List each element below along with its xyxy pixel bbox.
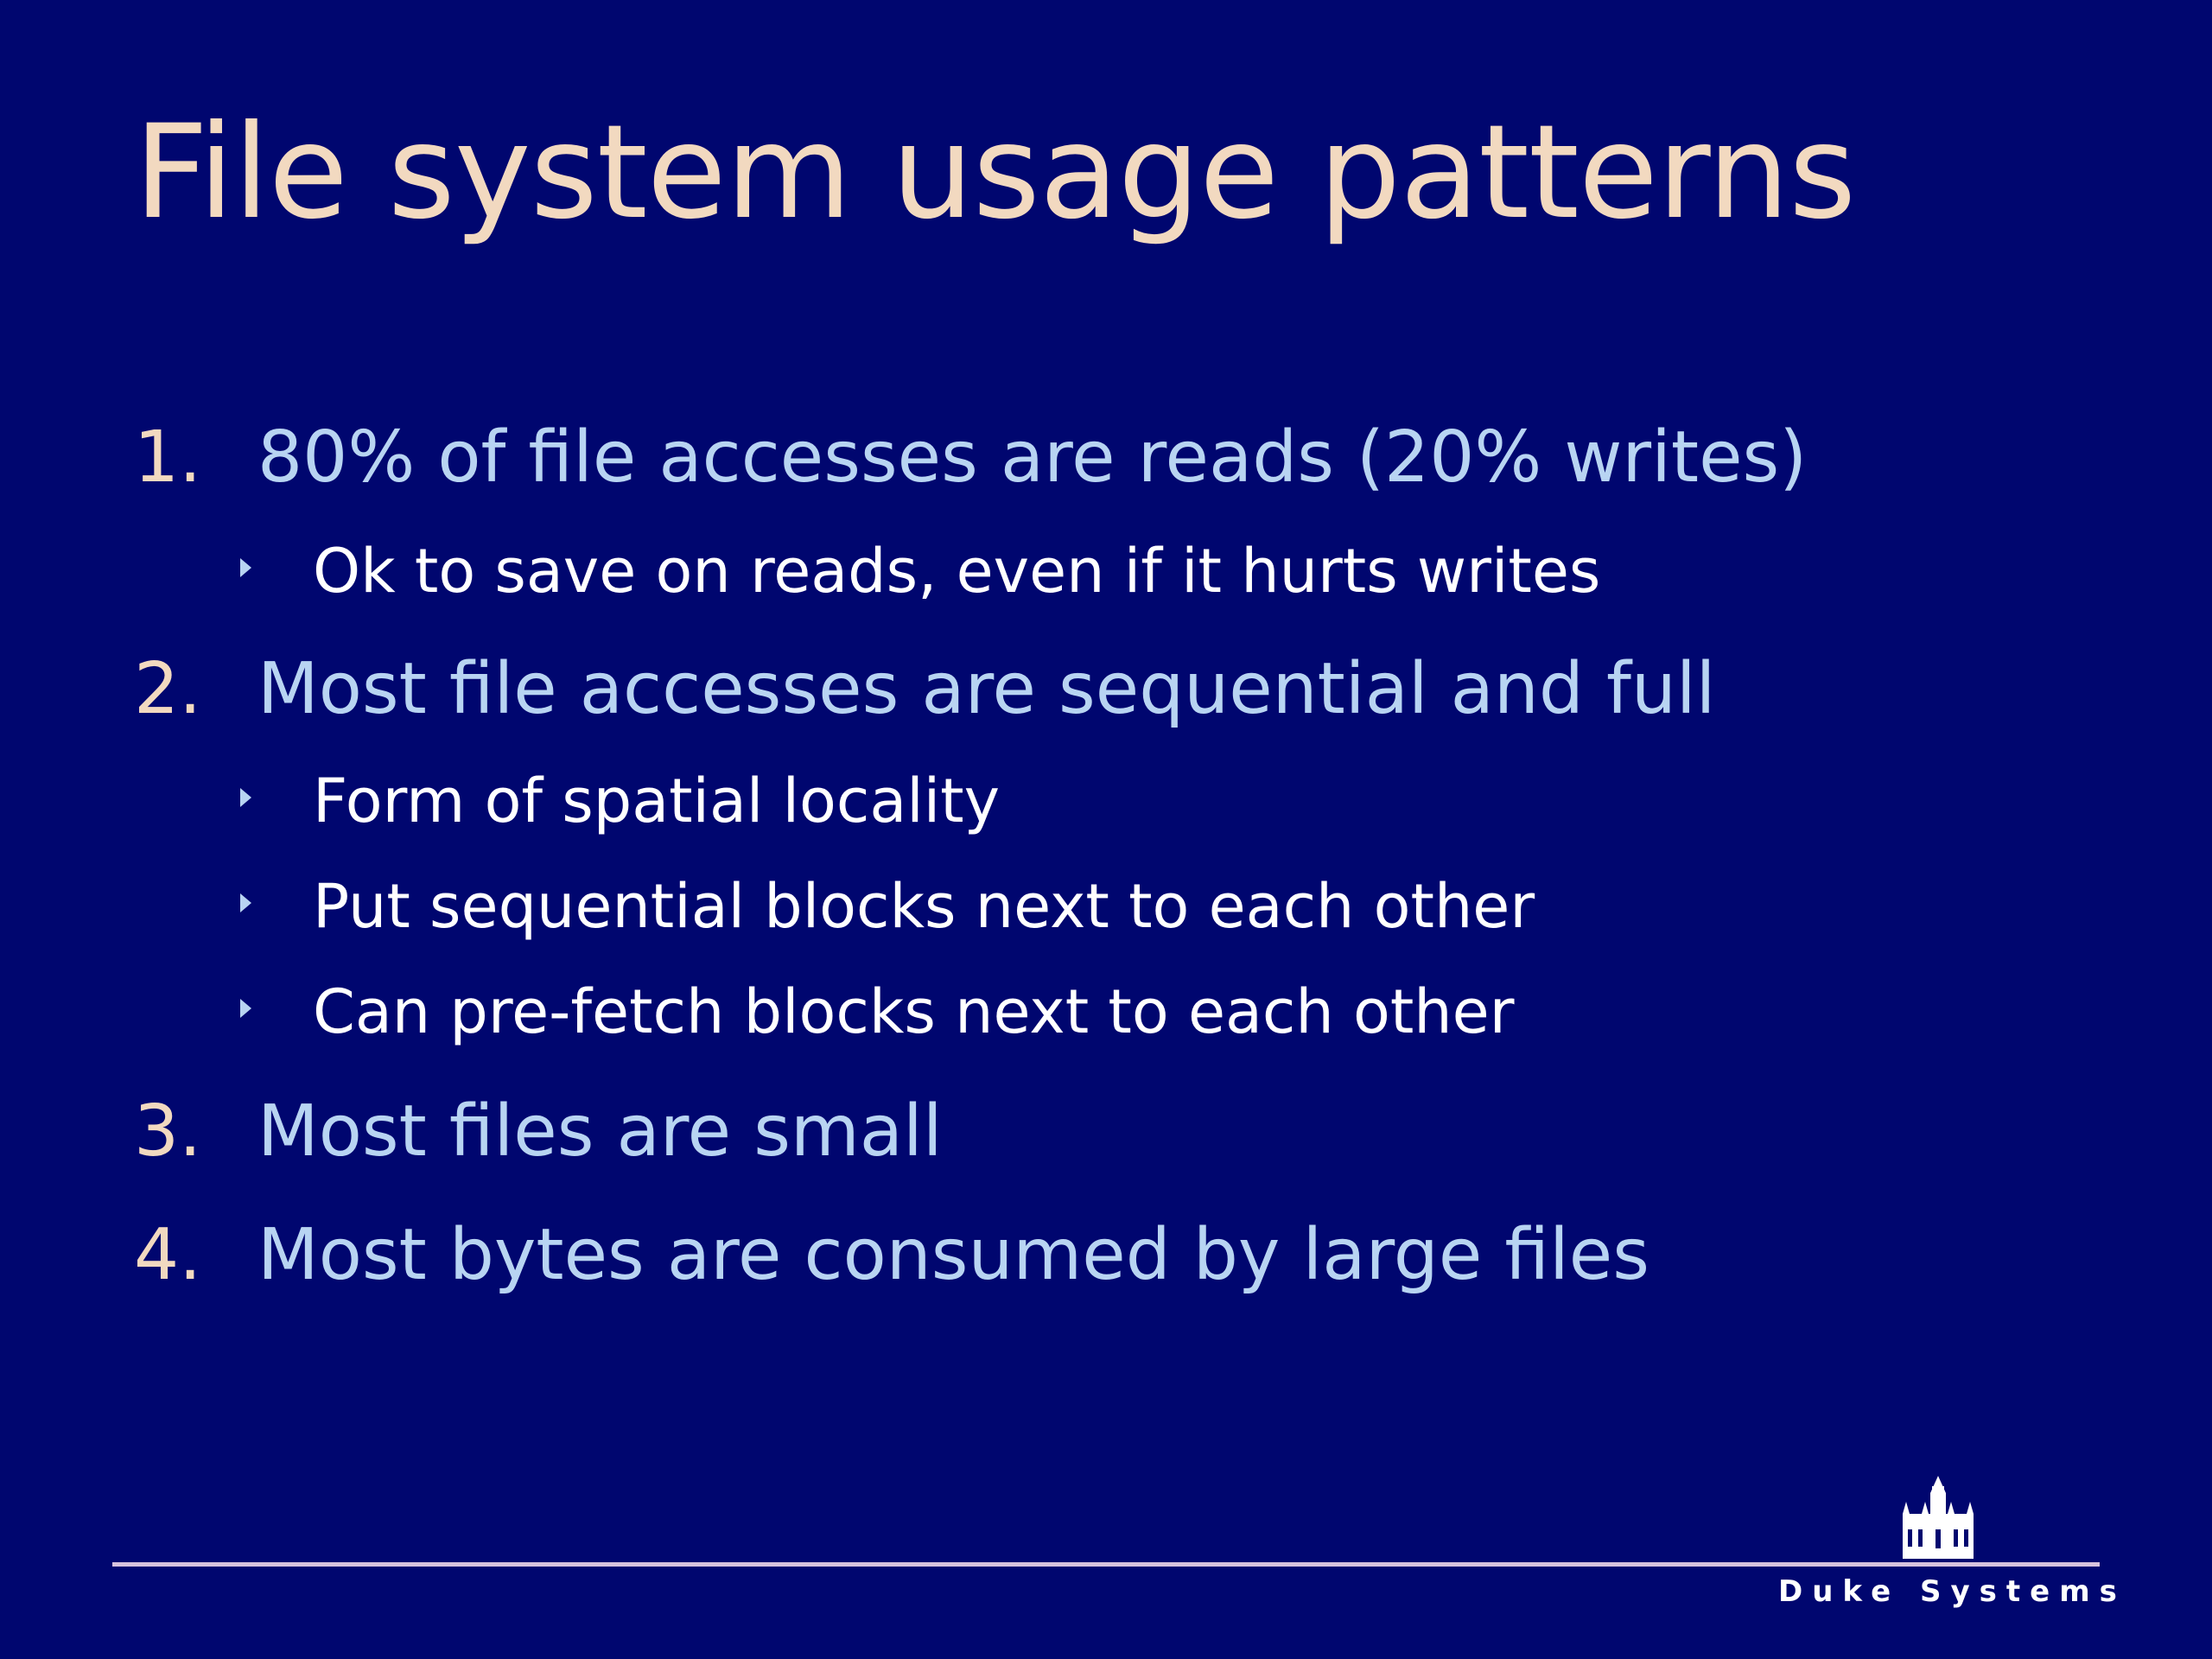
item-2-number: 2. [134,648,202,730]
chapel-icon [1903,1476,1974,1559]
item-4-number: 4. [134,1214,202,1296]
item-2-sub-1: Form of spatial locality [313,766,1001,836]
item-3-number: 3. [134,1090,202,1173]
slide-title: File system usage patterns [134,98,1856,248]
bullet-arrow-icon [240,558,251,577]
item-2-sub-2: Put sequential blocks next to each other [313,871,1535,942]
item-2-sub-3: Can pre-fetch blocks next to each other [313,976,1515,1047]
bullet-arrow-icon [240,788,251,807]
bullet-arrow-icon [240,999,251,1018]
item-3-text: Most files are small [257,1090,943,1173]
item-1-sub-1: Ok to save on reads, even if it hurts wr… [313,536,1601,607]
footer-brand: Duke Systems [1778,1574,2126,1609]
bullet-arrow-icon [240,893,251,912]
footer-rule [112,1562,2100,1567]
item-1-text: 80% of file accesses are reads (20% writ… [257,416,1808,499]
item-1-number: 1. [134,416,202,499]
item-2-text: Most file accesses are sequential and fu… [257,648,1716,730]
item-4-text: Most bytes are consumed by large files [257,1214,1649,1296]
